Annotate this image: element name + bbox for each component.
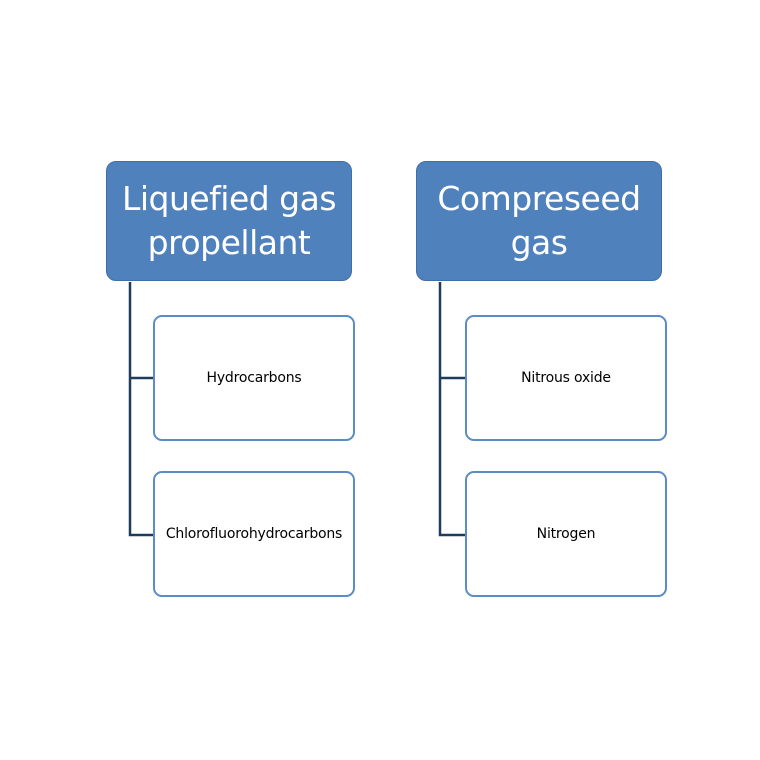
liquefied-gas-propellant-box: Liquefied gas propellant <box>106 161 352 281</box>
compressed-gas-box: Compreseed gas <box>416 161 662 281</box>
nitrogen-box: Nitrogen <box>465 471 667 597</box>
nitrous-oxide-box: Nitrous oxide <box>465 315 667 441</box>
hydrocarbons-box: Hydrocarbons <box>153 315 355 441</box>
chlorofluorohydrocarbons-box: Chlorofluorohydrocarbons <box>153 471 355 597</box>
connector-left-trunk <box>128 282 153 537</box>
connector-right-trunk <box>438 282 465 537</box>
